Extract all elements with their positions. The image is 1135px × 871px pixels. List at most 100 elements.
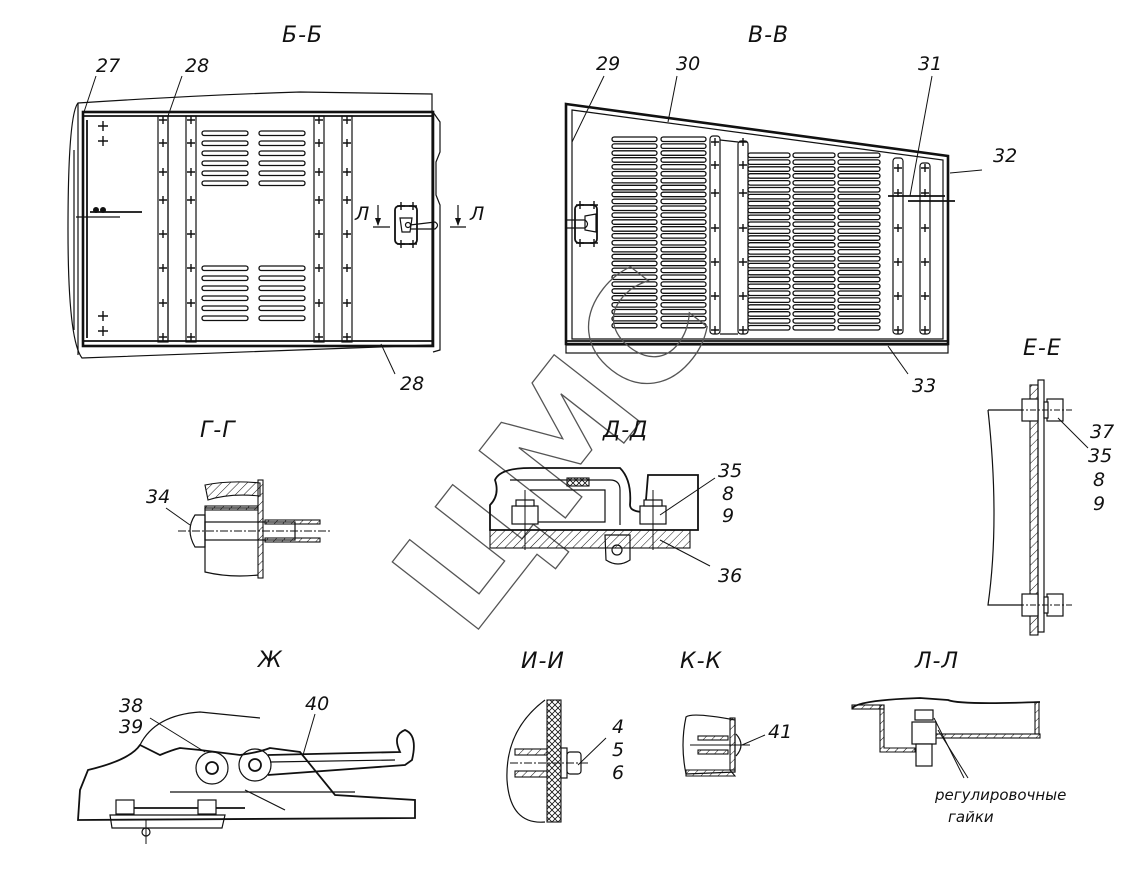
vent-slot <box>660 163 707 170</box>
vent-slot <box>660 274 707 281</box>
vent-slot <box>258 140 306 147</box>
vent-slot <box>611 170 658 177</box>
rivet <box>711 161 719 169</box>
rivet <box>894 258 902 266</box>
vent-slot <box>747 276 791 283</box>
vent-slot <box>660 260 707 267</box>
rivet <box>315 230 323 238</box>
vv-rivets <box>711 138 929 334</box>
view-ii: И-И 4 5 6 <box>506 649 624 823</box>
vent-slot <box>837 269 881 276</box>
vent-slot <box>258 265 306 272</box>
vent-slot <box>258 150 306 157</box>
vent-slot <box>660 136 707 143</box>
vent-slot <box>611 212 658 219</box>
rivet <box>343 333 351 341</box>
vent-slot <box>837 200 881 207</box>
vent-slot <box>747 166 791 172</box>
vent-slot <box>747 290 791 297</box>
vent-slot <box>660 315 707 322</box>
bb-vent-slots <box>201 130 306 322</box>
vent-slot <box>792 228 836 235</box>
rivet <box>739 326 747 334</box>
rivet <box>159 168 167 176</box>
vent-slot <box>747 269 791 276</box>
view-ii-title: И-И <box>521 649 565 674</box>
vent-slot <box>792 304 836 310</box>
rivet <box>921 164 929 172</box>
view-kk-title: К-К <box>680 649 723 674</box>
view-ee-title: Е-Е <box>1023 336 1062 361</box>
vent-slot <box>792 276 836 283</box>
rivet <box>711 326 719 334</box>
rivet <box>739 292 747 300</box>
vent-slot <box>611 177 658 184</box>
vent-slot <box>747 159 791 166</box>
vent-slot <box>747 311 791 317</box>
rivet <box>921 258 929 266</box>
vent-slot <box>660 205 707 212</box>
vent-slot <box>747 242 791 248</box>
rivet <box>159 299 167 307</box>
vent-slot <box>660 267 707 274</box>
vent-slot <box>747 193 791 200</box>
vent-slot <box>837 228 881 235</box>
rivet <box>315 299 323 307</box>
callout-40: 40 <box>305 693 329 715</box>
vent-slot <box>660 308 707 315</box>
vent-slot <box>611 226 658 232</box>
vent-slot <box>201 295 249 302</box>
rivet <box>894 326 902 334</box>
vent-slot <box>201 160 249 167</box>
view-zh: Ж 38 39 40 <box>77 648 416 844</box>
rivet <box>894 164 902 172</box>
vent-slot <box>611 274 658 281</box>
vent-slot <box>747 228 791 235</box>
callout-35-ee: 35 <box>1088 445 1112 467</box>
view-vv-title: В-В <box>748 23 789 48</box>
callout-4: 4 <box>612 716 624 738</box>
vent-slot <box>747 186 791 193</box>
vent-slot <box>660 177 707 184</box>
rivet <box>894 224 902 232</box>
view-bb-title: Б-Б <box>282 23 323 48</box>
vent-slot <box>611 295 658 301</box>
vent-slot <box>792 248 836 255</box>
vent-slot <box>660 295 707 301</box>
rivet <box>159 264 167 272</box>
vent-slot <box>747 221 791 228</box>
rivet <box>711 138 719 146</box>
vent-slot <box>792 152 836 159</box>
vent-slot <box>747 214 791 221</box>
vent-slot <box>201 180 249 187</box>
rivet <box>187 299 195 307</box>
vent-slot <box>792 242 836 248</box>
view-ee: Е-Е 37 35 8 9 <box>987 336 1114 636</box>
vent-slot <box>837 193 881 200</box>
vent-slot <box>792 221 836 228</box>
rivet <box>187 116 195 124</box>
vent-slot <box>747 324 791 331</box>
rivet <box>739 258 747 266</box>
vent-slot <box>792 290 836 297</box>
vent-slot <box>792 311 836 317</box>
callout-28-top: 28 <box>185 55 209 77</box>
rivet <box>187 333 195 341</box>
vent-slot <box>837 173 881 179</box>
rivet <box>159 196 167 204</box>
rivet <box>159 333 167 341</box>
vent-slot <box>837 290 881 297</box>
callout-6: 6 <box>612 762 624 784</box>
rivet <box>187 196 195 204</box>
bb-lock <box>394 202 439 248</box>
vent-slot <box>258 160 306 167</box>
vent-slot <box>837 283 881 290</box>
vent-slot <box>660 322 707 329</box>
vent-slot <box>611 308 658 315</box>
vent-slot <box>837 186 881 193</box>
vent-slot <box>611 288 658 294</box>
vent-slot <box>747 173 791 179</box>
vent-slot <box>258 305 306 312</box>
vent-slot <box>611 281 658 288</box>
